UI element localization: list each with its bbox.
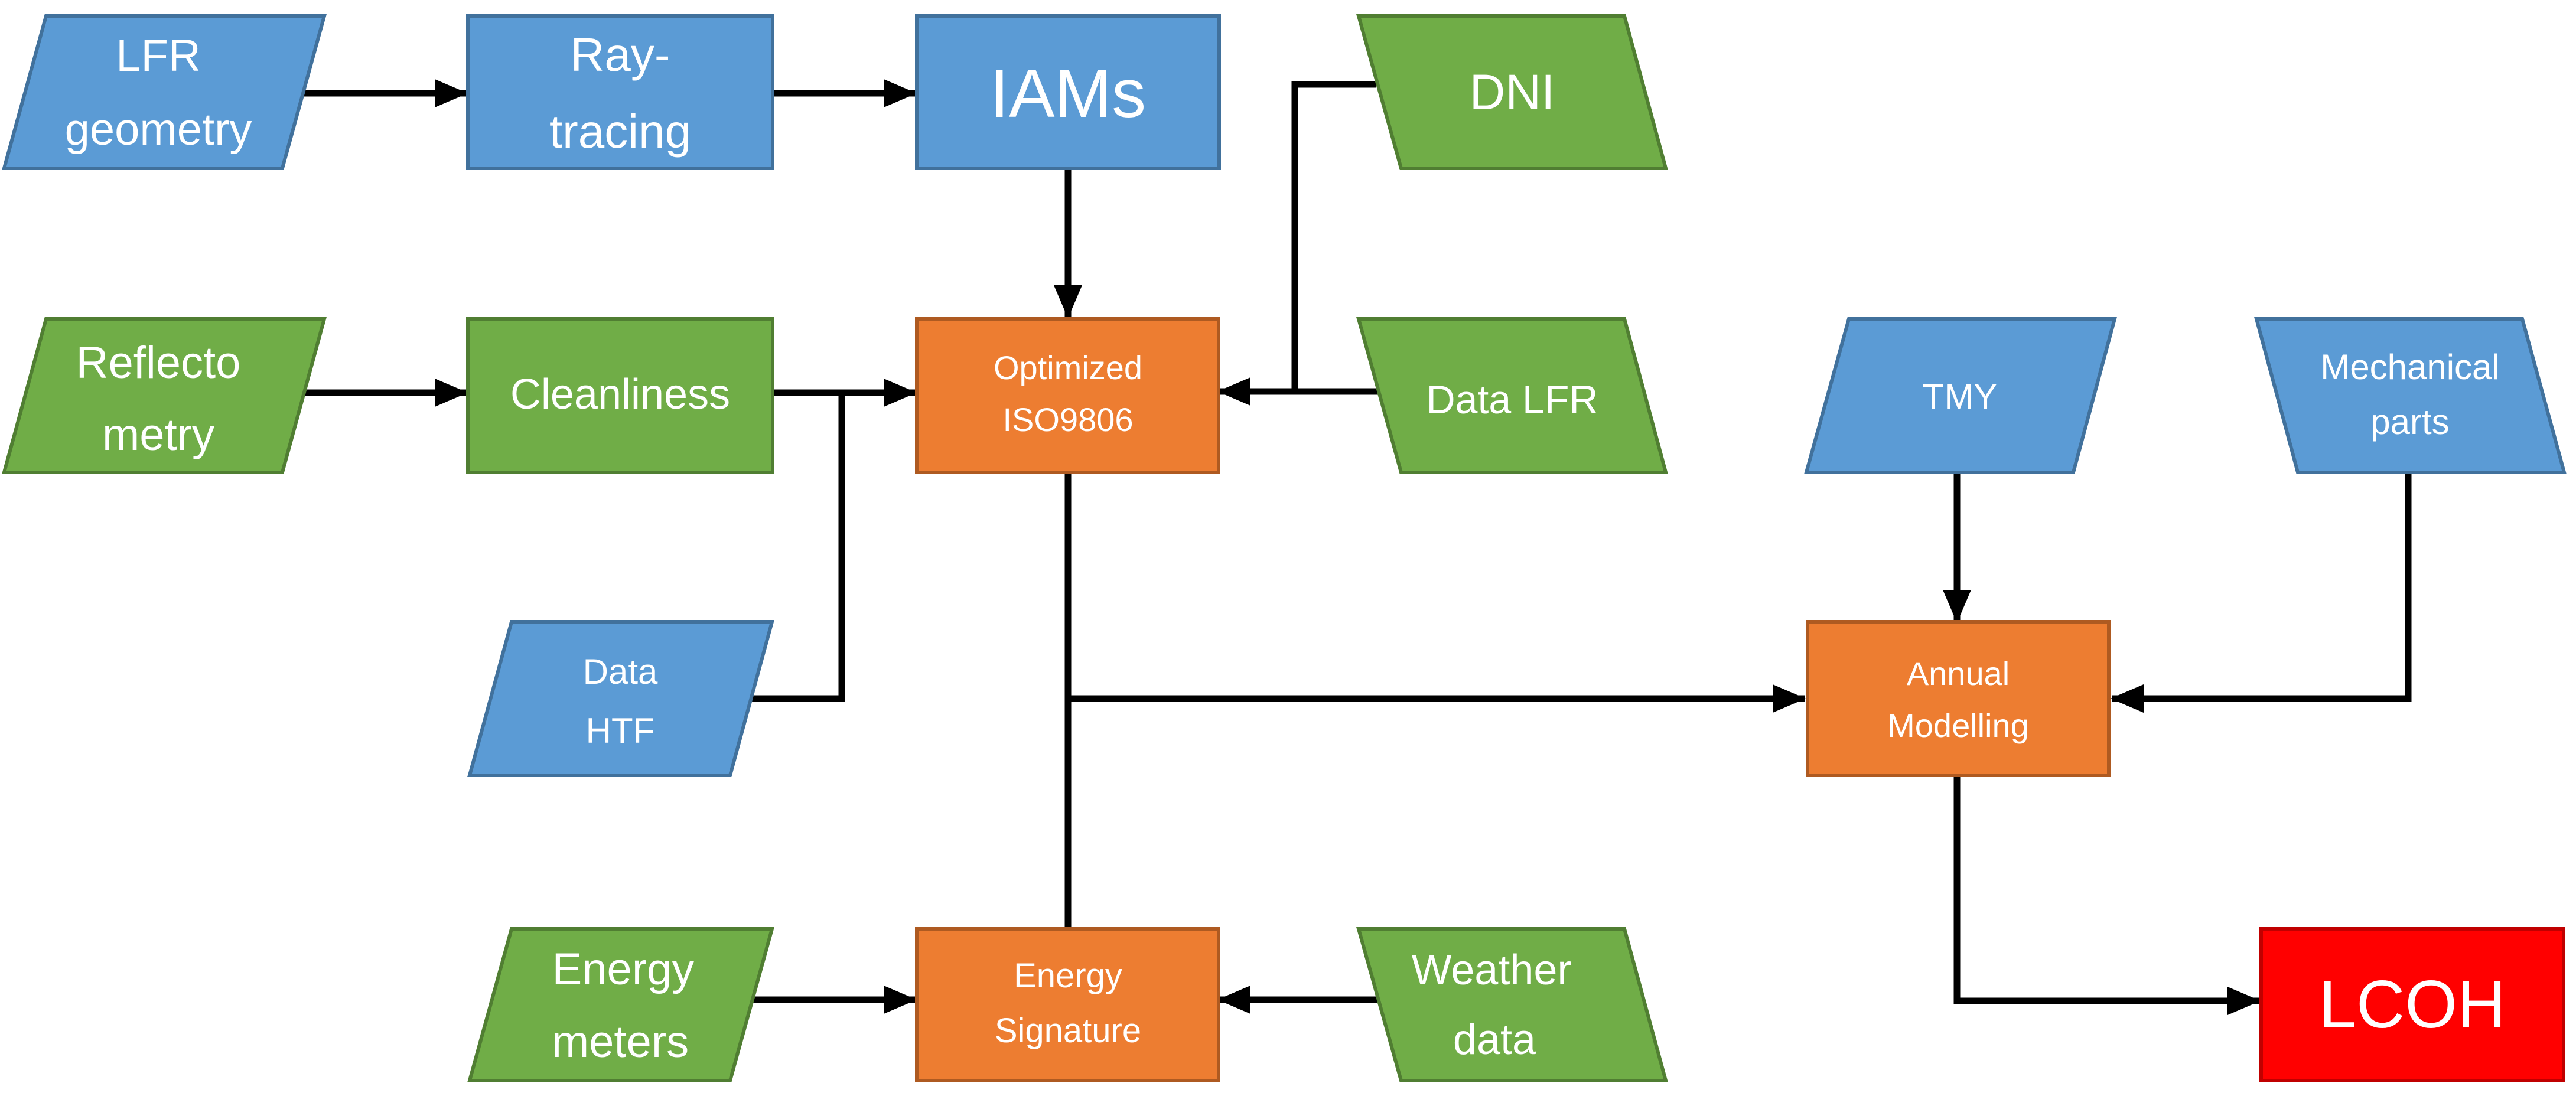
ray-tracing-label-1: Ray- [571,28,670,81]
energy-signature-label-1: Energy [1014,957,1122,995]
node-tmy: TMY [1804,317,2117,474]
mechanical-parts-label-2: parts [2370,402,2449,442]
data-htf-label-1: Data [583,652,658,691]
node-data-htf: Data HTF [467,620,774,777]
optimized-iso-label-2: ISO9806 [1002,401,1133,438]
cleanliness-label: Cleanliness [510,371,730,418]
lfr-geometry-label-1: LFR [116,31,201,81]
annual-modelling-label-1: Annual [1907,655,2010,692]
dni-label: DNI [1470,64,1555,120]
weather-data-label-1: Weather [1412,947,1572,994]
cleanliness-shape [466,317,774,474]
node-energy-signature: Energy Signature [915,927,1220,1082]
dni-shape [1356,14,1668,170]
arrow-annual-modelling-to-lcoh [1953,775,2261,1015]
data-htf-label-2: HTF [586,711,655,751]
lfr-geometry-label-2: geometry [65,105,252,155]
node-data-lfr: Data LFR [1356,317,1668,474]
energy-meters-label-2: meters [552,1017,689,1067]
node-lfr-geometry: LFR geometry [2,14,327,170]
reflectometry-label-2: metry [102,410,214,460]
arrow-mechanical-parts-to-annual-modelling [2111,472,2412,713]
mechanical-parts-shape [2254,317,2567,474]
node-energy-meters: Energy meters [467,927,774,1082]
lcoh-shape [2259,927,2565,1082]
data-lfr-shape [1356,317,1668,474]
lfr-geometry-shape [2,14,327,170]
reflectometry-label-1: Reflecto [76,338,241,388]
line-dni-to-junction [1291,81,1376,391]
iams-shape [915,14,1221,170]
weather-data-shape [1356,927,1668,1082]
lcoh-label: LCOH [2319,967,2506,1042]
iams-label: IAMs [990,55,1146,132]
node-lcoh: LCOH [2259,927,2565,1082]
reflectometry-shape [2,317,327,474]
ray-tracing-shape [466,14,774,170]
mechanical-parts-label-1: Mechanical [2320,347,2500,387]
weather-data-label-2: data [1453,1016,1536,1063]
node-cleanliness: Cleanliness [466,317,774,474]
node-dni: DNI [1356,14,1668,170]
optimized-iso-label-1: Optimized [994,349,1142,386]
energy-meters-shape [467,927,774,1082]
node-mechanical-parts: Mechanical parts [2254,317,2567,474]
node-ray-tracing: Ray- tracing [466,14,774,170]
node-weather-data: Weather data [1356,927,1668,1082]
ray-tracing-label-2: tracing [549,105,691,158]
energy-meters-label-1: Energy [552,944,695,994]
tmy-label: TMY [1923,377,1998,416]
annual-modelling-shape [1806,620,2111,777]
data-lfr-label: Data LFR [1427,377,1598,422]
data-htf-shape [467,620,774,777]
node-iams: IAMs [915,14,1221,170]
optimized-iso-shape [915,317,1220,474]
node-optimized-iso9806: Optimized ISO9806 [915,317,1220,474]
tmy-shape [1804,317,2117,474]
node-reflectometry: Reflecto metry [2,317,327,474]
energy-signature-label-2: Signature [995,1012,1141,1050]
annual-modelling-label-2: Modelling [1887,707,2029,744]
energy-signature-shape [915,927,1220,1082]
node-annual-modelling: Annual Modelling [1806,620,2111,777]
line-data-htf-to-junction [750,393,845,702]
